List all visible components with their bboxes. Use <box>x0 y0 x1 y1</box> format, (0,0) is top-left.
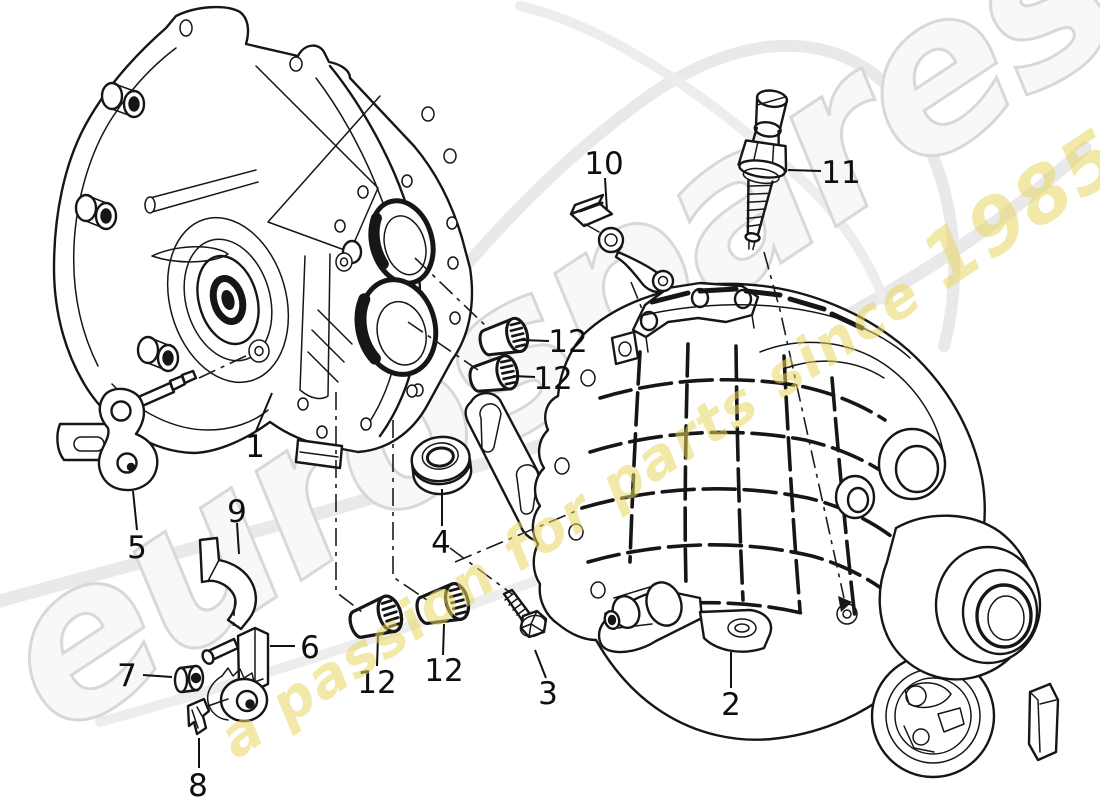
part-6-selector-segment <box>201 626 270 723</box>
part-12-bearing-a <box>478 316 530 357</box>
part-label-12a: 12 <box>548 324 587 360</box>
part-label-8: 8 <box>188 768 208 800</box>
part-8-clip <box>186 697 229 736</box>
part-label-12c: 12 <box>357 665 396 701</box>
case-rubber-mount <box>870 653 996 779</box>
part-label-1: 1 <box>245 429 265 465</box>
part-9-shift-finger <box>198 536 257 631</box>
part-label-9: 9 <box>227 494 247 530</box>
part-label-12d: 12 <box>424 653 463 689</box>
upper-shaft-bore <box>368 198 436 286</box>
part-label-10: 10 <box>584 146 623 182</box>
part-label-12b: 12 <box>533 361 572 397</box>
part-1-transmission-cover-housing <box>52 5 474 470</box>
case-output-snout <box>878 514 1042 681</box>
leader-lines <box>132 169 822 768</box>
part-callouts: 1 2 3 4 5 6 7 8 9 10 11 12 12 12 12 <box>117 146 861 800</box>
assembly-axis-lines <box>198 251 858 633</box>
case-bosses <box>834 427 947 520</box>
part-label-4: 4 <box>431 525 451 561</box>
part-label-2: 2 <box>721 687 741 723</box>
lower-shaft-bore <box>354 277 439 377</box>
case-mount-arm <box>597 581 773 654</box>
part-label-5: 5 <box>127 530 147 566</box>
part-3-bolt <box>502 588 548 639</box>
part-label-11: 11 <box>821 155 860 191</box>
part-5-shift-lever <box>97 369 198 492</box>
part-4-seal-ring <box>410 435 473 496</box>
part-11-switch <box>737 89 789 251</box>
part-12-bearing-d <box>415 582 471 625</box>
part-label-6: 6 <box>300 630 320 666</box>
part-12-bearing-c <box>348 594 404 639</box>
part-label-3: 3 <box>538 676 558 712</box>
rim-lug <box>74 81 180 373</box>
flange-bolt-holes <box>179 19 461 439</box>
part-12-bearing-b <box>468 354 520 393</box>
part-2-transmission-case <box>531 281 1060 779</box>
part-7-bushing <box>173 664 205 694</box>
part-10-speed-sensor <box>569 193 675 293</box>
part-label-7: 7 <box>117 658 137 694</box>
